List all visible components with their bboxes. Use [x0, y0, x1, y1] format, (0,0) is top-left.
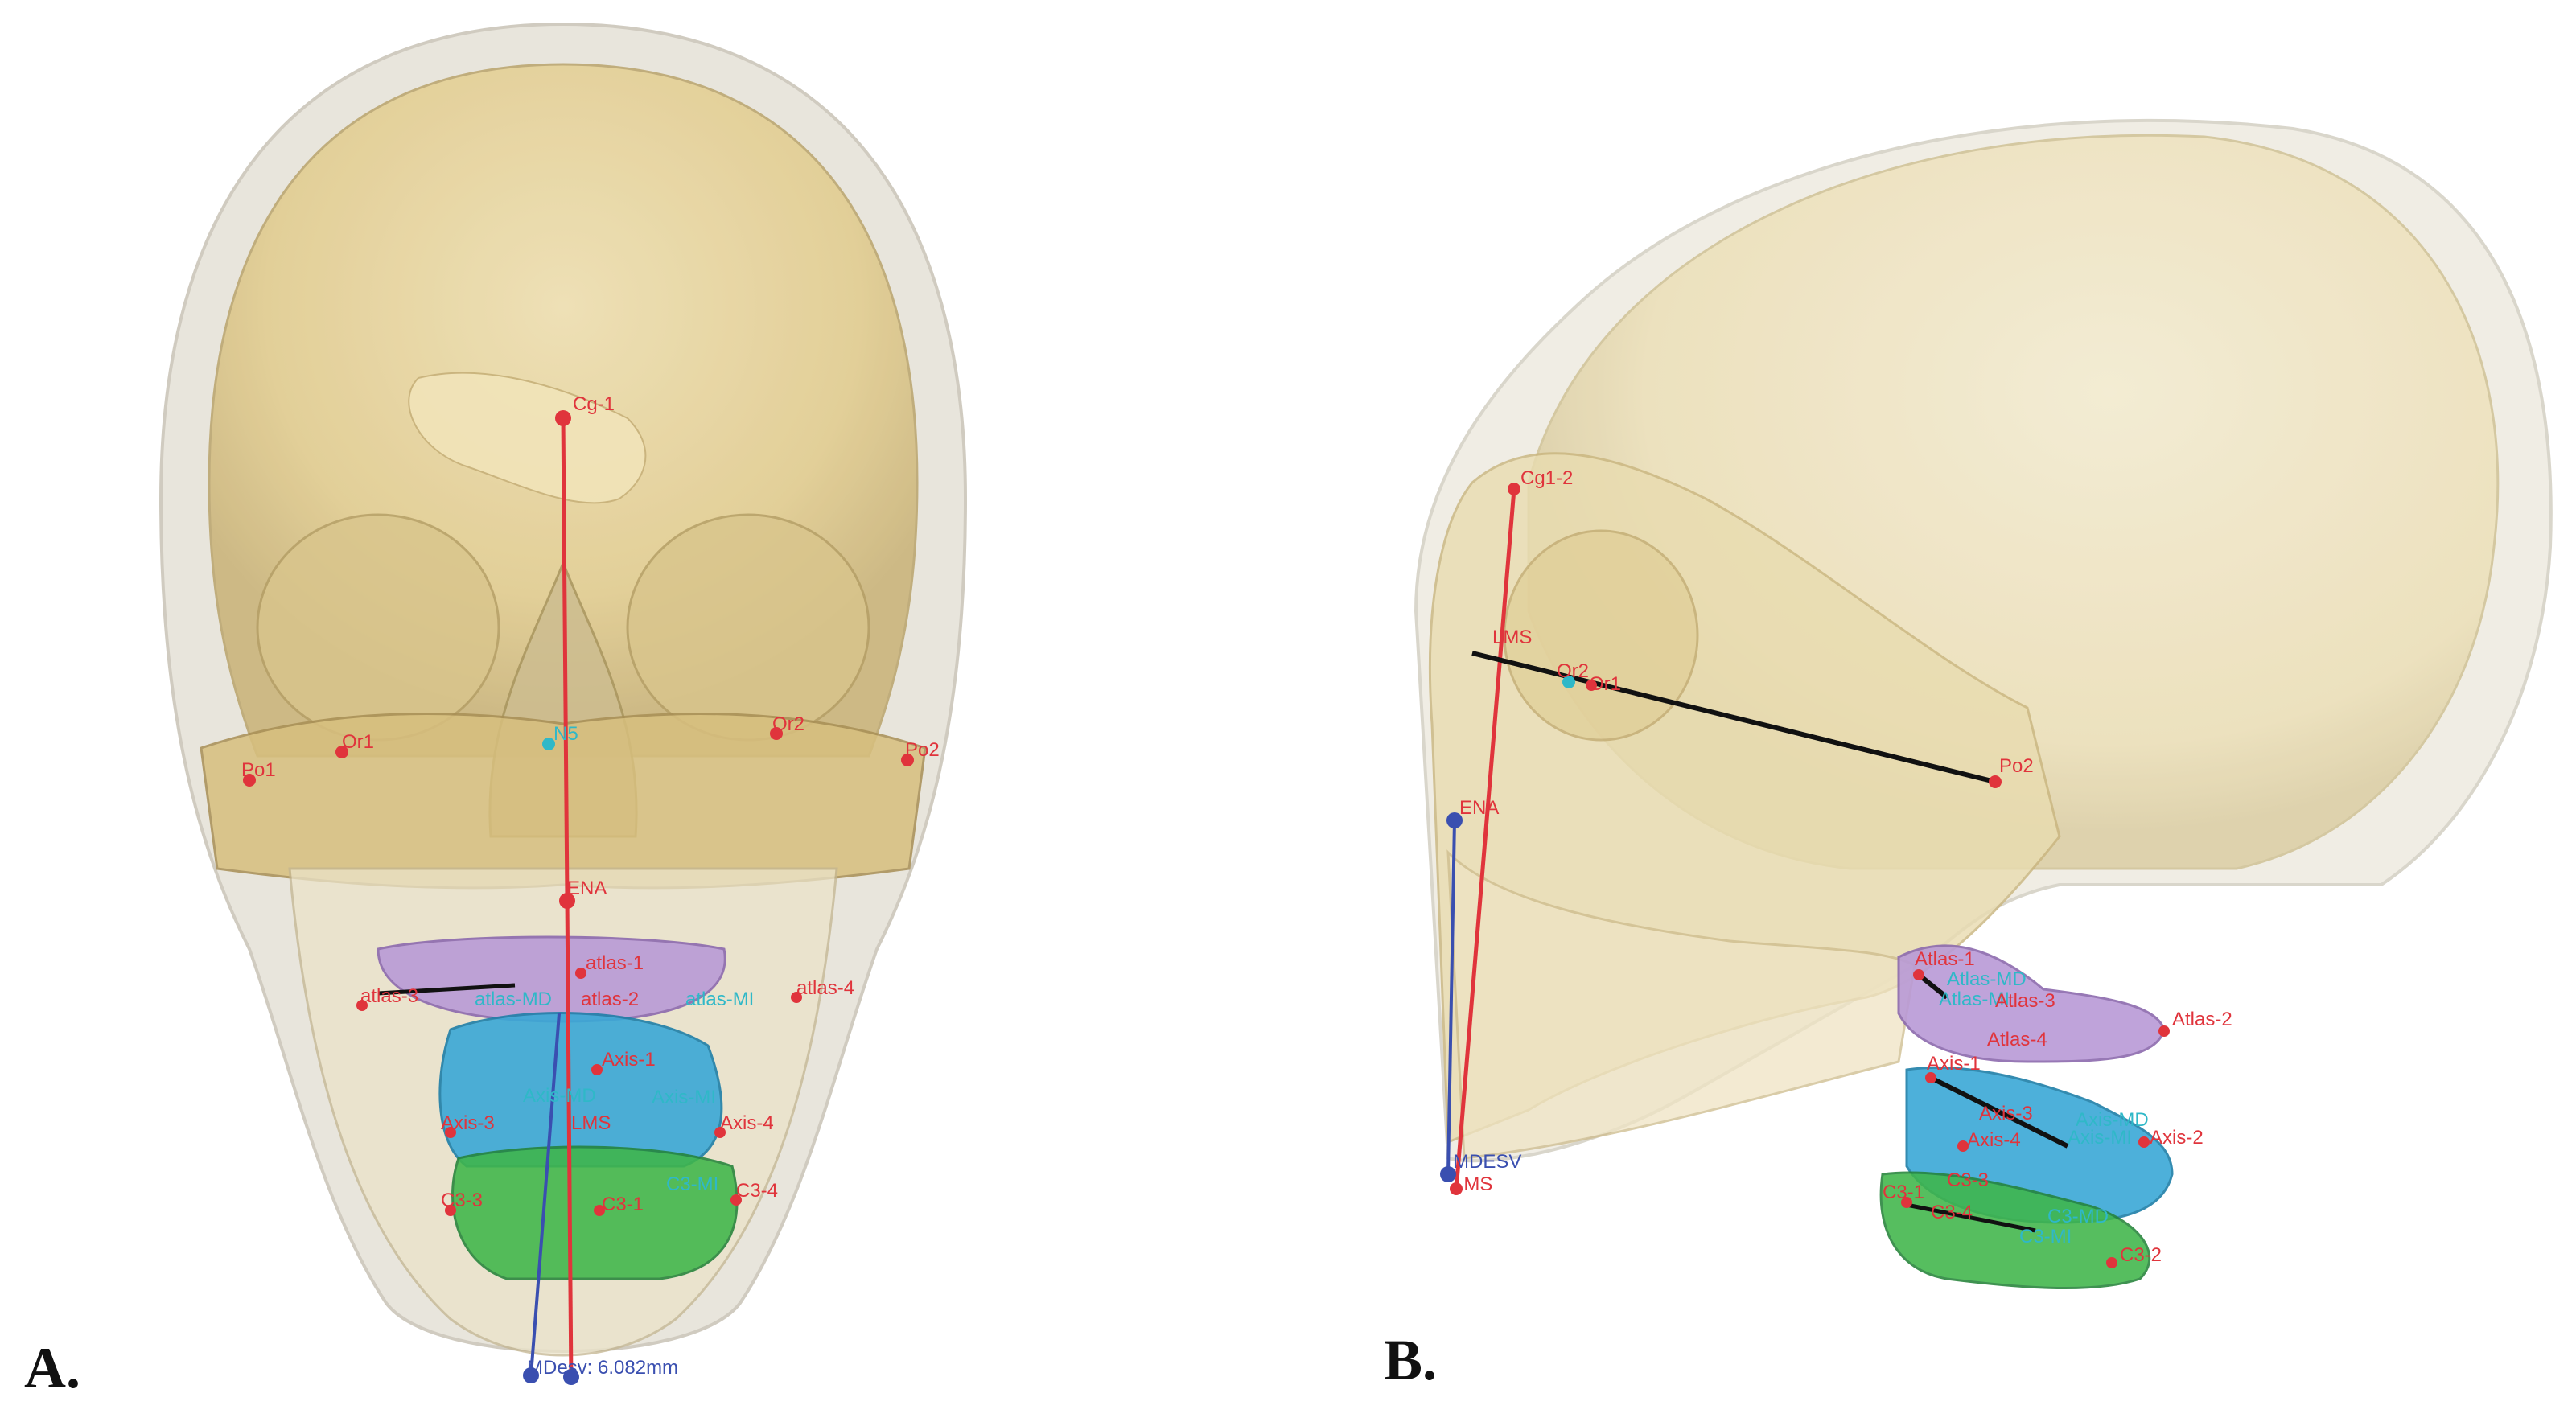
label-or2: Or2 — [772, 713, 804, 735]
label-c3-2-b: C3-2 — [2120, 1244, 2162, 1266]
label-po2: Po2 — [905, 739, 940, 761]
label-atlas-1: atlas-1 — [586, 952, 644, 974]
label-axis-1: Axis-1 — [602, 1049, 656, 1071]
orbit-b — [1503, 529, 1699, 742]
label-c3-3-b: C3-3 — [1947, 1169, 1989, 1191]
label-c3-mi: C3-MI — [666, 1173, 718, 1195]
label-axis-4: Axis-4 — [720, 1112, 774, 1134]
landmark-points-b — [1440, 483, 2170, 1268]
panel-a-letter: A. — [24, 1336, 80, 1400]
label-po2-b: Po2 — [1999, 755, 2034, 777]
c3-vertebra-b — [1879, 1171, 2151, 1290]
label-axis-mi: Axis-MI — [652, 1087, 716, 1108]
label-axis-3-b: Axis-3 — [1979, 1103, 2033, 1124]
label-c3-1: C3-1 — [602, 1194, 644, 1215]
mandible-b — [1446, 849, 1916, 1160]
label-atlas-md-b: Atlas-MD — [1947, 968, 2027, 990]
label-axis-2-b: Axis-2 — [2150, 1127, 2204, 1149]
label-axis-3: Axis-3 — [441, 1112, 495, 1134]
label-mdesv-measure: MDesv: 6.082mm — [527, 1357, 678, 1379]
label-cg1: Cg-1 — [573, 393, 615, 415]
label-atlas-1-b: Atlas-1 — [1915, 948, 1975, 970]
label-n5: N5 — [553, 723, 578, 745]
label-atlas-3: atlas-3 — [360, 985, 418, 1007]
atlas-vertebra-a — [377, 935, 726, 1023]
label-atlas-md: atlas-MD — [475, 988, 552, 1010]
label-mdesv-b: MDESV — [1453, 1151, 1521, 1173]
left-orbit-a — [256, 513, 500, 742]
panel-b-letter: B. — [1384, 1328, 1438, 1392]
frankfort-plane-b — [1471, 651, 1996, 784]
label-atlas-mi: atlas-MI — [685, 988, 754, 1010]
label-axis-4-b: Axis-4 — [1967, 1129, 2021, 1151]
label-atlas-4: atlas-4 — [796, 977, 854, 999]
label-atlas-2-b: Atlas-2 — [2172, 1009, 2232, 1030]
label-atlas-4-b: Atlas-4 — [1987, 1029, 2047, 1050]
right-orbit-a — [626, 513, 870, 742]
label-axis-md: Axis-MD — [523, 1085, 596, 1107]
label-po1: Po1 — [241, 759, 276, 781]
label-lms-low-b: LMS — [1453, 1173, 1492, 1195]
atlas-plane-a — [377, 983, 516, 996]
label-c3-3: C3-3 — [441, 1190, 483, 1211]
label-axis-mi-b: Axis-MI — [2068, 1127, 2132, 1149]
atlas-plane-b — [1917, 972, 1948, 1000]
landmark-points-a — [243, 410, 914, 1385]
label-lms-a: LMS — [571, 1112, 611, 1134]
panel-b-lateral-view: Cg1-2 LMS Or2 Or1 Po2 ENA Atlas-1 Atlas-… — [1414, 118, 2553, 1290]
label-atlas-mi-b: Atlas-MI — [1939, 988, 2010, 1010]
deviation-line-b — [1446, 820, 1456, 1175]
label-or1: Or1 — [342, 731, 374, 753]
label-atlas-3-b: Atlas-3 — [1995, 990, 2055, 1012]
label-cg1-2: Cg1-2 — [1520, 467, 1573, 489]
label-ena: ENA — [567, 877, 607, 899]
label-c3-4-b: C3-4 — [1931, 1202, 1973, 1223]
label-c3-mi-b: C3-MI — [2019, 1226, 2072, 1247]
label-or1-b: Or1 — [1589, 673, 1621, 695]
crista-galli-a — [408, 372, 647, 504]
label-axis-md-b: Axis-MD — [2076, 1109, 2149, 1131]
label-ena-b: ENA — [1459, 797, 1499, 819]
c3-plane-b — [1906, 1202, 2036, 1233]
midsagittal-line-b — [1454, 488, 1516, 1191]
label-c3-4: C3-4 — [736, 1180, 778, 1202]
panel-a-frontal-view: Cg-1 Po1 Or1 Or2 Po2 N5 ENA atlas-1 atla… — [158, 22, 968, 1385]
label-axis-1-b: Axis-1 — [1927, 1053, 1981, 1075]
label-lms-b: LMS — [1492, 627, 1532, 648]
deviation-line-a — [529, 1013, 561, 1376]
axis-plane-b — [1929, 1075, 2069, 1149]
label-c3-md-b: C3-MD — [2047, 1206, 2109, 1227]
label-atlas-2: atlas-2 — [581, 988, 639, 1010]
label-or2-b: Or2 — [1557, 660, 1589, 682]
axis-vertebra-a — [438, 1012, 723, 1168]
label-c3-1-b: C3-1 — [1883, 1182, 1924, 1203]
